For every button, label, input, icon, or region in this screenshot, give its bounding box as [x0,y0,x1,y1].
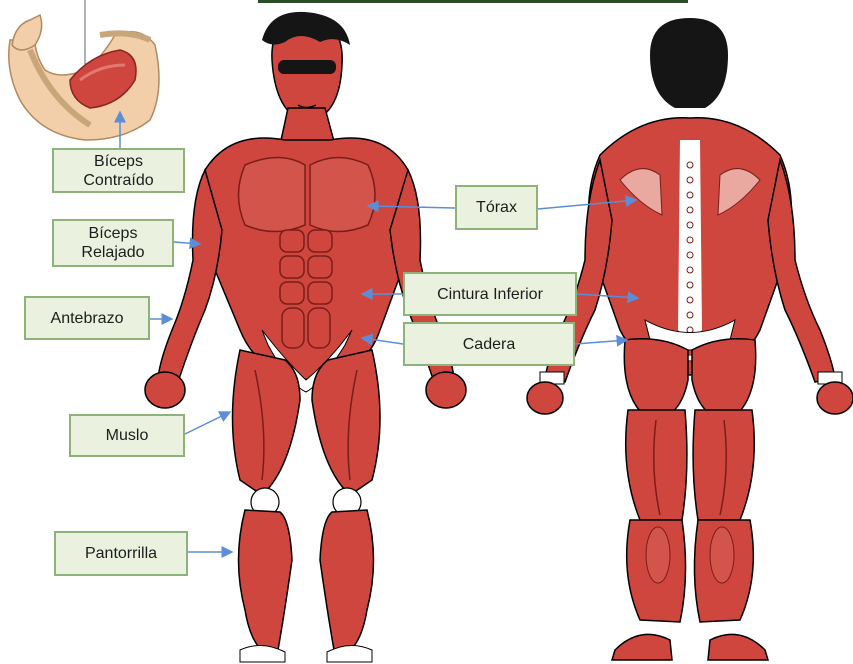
label-torax: Tórax [455,185,538,230]
back-body-figure [527,18,853,660]
arrow-muslo [185,412,230,434]
label-biceps-relajado: Bíceps Relajado [52,219,174,267]
label-antebrazo: Antebrazo [24,296,150,340]
biceps-inset-illustration [9,0,159,140]
label-cadera: Cadera [403,322,575,366]
label-muslo: Muslo [69,414,185,457]
label-cintura-inferior: Cintura Inferior [403,272,577,316]
label-biceps-contraido: Bíceps Contraído [52,148,185,193]
arrow-cadera-back [575,340,627,344]
label-pantorrilla: Pantorrilla [54,531,188,576]
